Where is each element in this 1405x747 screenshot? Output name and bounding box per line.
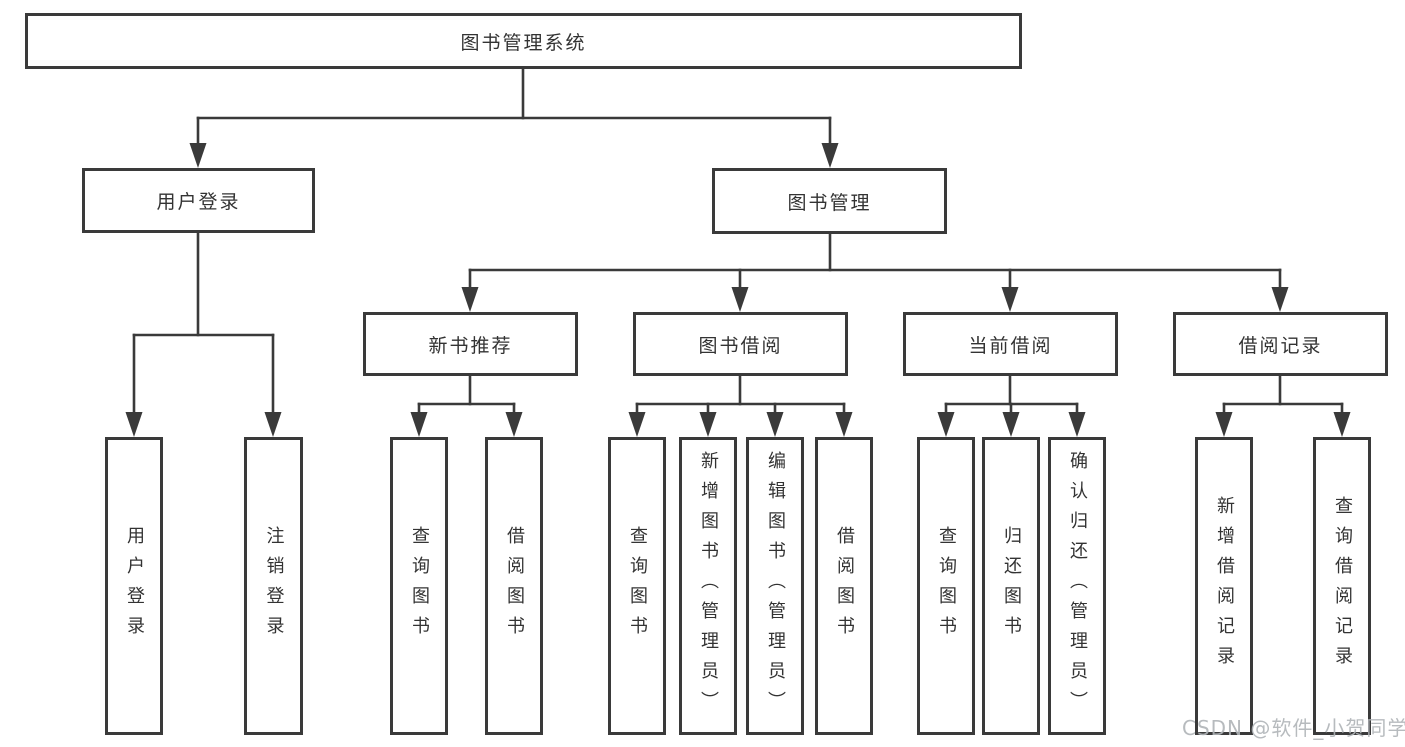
arrowhead-icon — [821, 143, 839, 168]
node-label: 借阅图书 — [504, 526, 525, 646]
node-leaf-cb-query: 查询图书 — [917, 437, 975, 735]
node-leaf-nb-borrow: 借阅图书 — [485, 437, 543, 735]
node-root: 图书管理系统 — [25, 13, 1022, 69]
arrowhead-icon — [125, 412, 143, 437]
node-label: 编辑图书（管理员） — [765, 451, 786, 721]
node-leaf-logout: 注销登录 — [244, 437, 303, 735]
arrowhead-icon — [1001, 287, 1019, 312]
node-leaf-br-add: 新增借阅记录 — [1195, 437, 1253, 735]
node-label: 查询图书 — [627, 526, 648, 646]
node-label: 确认归还（管理员） — [1067, 451, 1088, 721]
node-leaf-nb-query: 查询图书 — [390, 437, 448, 735]
node-label: 新增图书（管理员） — [698, 451, 719, 721]
node-book-mgmt: 图书管理 — [712, 168, 947, 234]
node-label: 图书管理 — [787, 191, 872, 214]
node-label: 当前借阅 — [968, 334, 1053, 357]
node-leaf-bb-borrow: 借阅图书 — [815, 437, 873, 735]
arrowhead-icon — [461, 287, 479, 312]
arrowhead-icon — [505, 412, 523, 437]
node-leaf-cb-return: 归还图书 — [982, 437, 1040, 735]
arrowhead-icon — [189, 143, 207, 168]
node-label: 注销登录 — [263, 526, 285, 646]
arrowhead-icon — [1002, 412, 1020, 437]
node-label: 查询图书 — [409, 526, 430, 646]
node-label: 借阅记录 — [1238, 334, 1323, 357]
arrowhead-icon — [835, 412, 853, 437]
arrowhead-icon — [628, 412, 646, 437]
arrowhead-icon — [766, 412, 784, 437]
node-label: 归还图书 — [1001, 526, 1022, 646]
node-leaf-cb-confirm: 确认归还（管理员） — [1048, 437, 1106, 735]
arrowhead-icon — [937, 412, 955, 437]
node-label: 图书管理系统 — [460, 31, 587, 54]
node-leaf-bb-query: 查询图书 — [608, 437, 666, 735]
node-label: 图书借阅 — [698, 334, 783, 357]
node-leaf-bb-edit: 编辑图书（管理员） — [746, 437, 804, 735]
node-leaf-br-query: 查询借阅记录 — [1313, 437, 1371, 735]
arrowhead-icon — [1215, 412, 1233, 437]
watermark: CSDN @软件_小贺同学 — [1182, 716, 1405, 740]
arrowhead-icon — [1068, 412, 1086, 437]
node-label: 新增借阅记录 — [1214, 496, 1235, 676]
node-label: 用户登录 — [124, 526, 145, 646]
node-label: 新书推荐 — [428, 334, 513, 357]
arrowhead-icon — [264, 412, 282, 437]
arrowhead-icon — [1333, 412, 1351, 437]
node-book-borrow: 图书借阅 — [633, 312, 848, 376]
arrowhead-icon — [1271, 287, 1289, 312]
node-label: 查询图书 — [936, 526, 957, 646]
arrowhead-icon — [731, 287, 749, 312]
node-label: 用户登录 — [156, 191, 241, 213]
node-label: 借阅图书 — [834, 526, 855, 646]
node-leaf-user-login: 用户登录 — [105, 437, 163, 735]
node-new-book-rec: 新书推荐 — [363, 312, 578, 376]
node-current-borrow: 当前借阅 — [903, 312, 1118, 376]
node-user-login: 用户登录 — [82, 168, 315, 233]
arrowhead-icon — [410, 412, 428, 437]
arrowhead-icon — [699, 412, 717, 437]
node-leaf-bb-add: 新增图书（管理员） — [679, 437, 737, 735]
node-label: 查询借阅记录 — [1332, 496, 1353, 676]
node-borrow-record: 借阅记录 — [1173, 312, 1388, 376]
